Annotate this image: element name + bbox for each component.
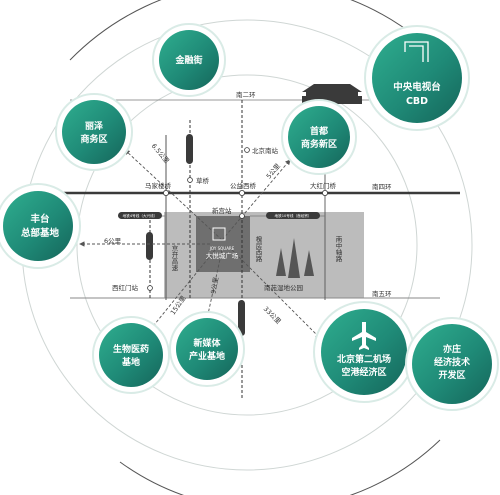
station-dot-dahongmen [321,189,328,196]
bubble-line2: 基地 [121,356,140,368]
bubble-line2: 空港经济区 [341,366,386,378]
arrow-to-lize [124,149,223,241]
bubble-line1: 北京第二机场 [337,353,391,365]
orbit-arc-bottom [119,439,441,495]
station-dot-xihongmen [147,285,153,291]
bubble-line2: CBD [406,96,428,107]
bubble-line3: 开发区 [438,369,465,381]
bubble-cctv-cbd: 中央电视台 CBD [364,25,470,131]
label-dahongmen: 大红门桥 [310,181,337,190]
label-nanyuan-park: 南苑湿地公园 [264,283,303,292]
tiananmen-icon [302,84,362,104]
arrow-to-shengwu [149,249,216,331]
station-markers [147,147,328,291]
label-jingkai: 京开高速 [170,244,178,272]
label-metro-4: 地铁4号线（大兴线） [123,213,158,218]
logo-en: JOY SQUARE [209,246,235,251]
bubble-line2: 总部基地 [21,227,60,239]
orbit-arc-top [69,0,421,61]
bubble-line1: 新媒体 [193,337,221,349]
cctv-tower-icon [404,41,429,62]
station-dot-majialou [162,189,169,196]
bubble-text: 金融街 [174,54,202,66]
label-d6: 33公里 [262,305,283,326]
bubble-line1: 中央电视台 [393,81,441,93]
bubble-line2: 产业基地 [189,350,225,362]
label-d1: 6.5公里 [150,142,171,165]
ring-inner [76,74,418,416]
label-majialou: 马家楼桥 [145,181,172,190]
bubble-line1: 首都 [310,125,328,137]
orbit-arcs [69,0,441,495]
label-beijing-south: 北京南站 [252,146,279,155]
bubble-xinmeiti: 新媒体 产业基地 [169,311,245,387]
bubble-line2: 商务区 [80,133,107,145]
bubble-jinrongjie: 金融街 [152,23,226,97]
bubble-line2: 经济技术 [434,356,470,368]
arrow-to-shoudu [221,159,291,241]
bubble-line1: 丰台 [30,213,50,225]
label-huaichang: 槐房西路 [254,235,262,263]
bubble-yizhuang: 亦庄 经济技术 开发区 [405,317,499,411]
bubble-line2: 商务新区 [301,138,337,150]
label-d5: 9公里 [209,276,220,295]
station-dot-gongyi [238,189,245,196]
tree-icon [276,238,314,278]
bubble-line1: 亦庄 [443,343,461,355]
bubble-airport: 北京第二机场 空港经济区 [313,301,415,403]
label-xingongzhan: 新宫站 [212,206,232,215]
label-d3: 6公里 [104,237,122,245]
label-caoqiao: 草桥 [196,176,210,185]
arrow-to-airport [231,249,321,339]
bubble-line1: 丽泽 [85,120,103,132]
bubble-line1: 生物医药 [113,343,149,355]
station-dot-xingong [239,213,245,219]
bubble-shengwu: 生物医药 基地 [92,316,170,394]
bubble-shoudu: 首都 商务新区 [281,99,357,175]
bubble-fengtai: 丰台 总部基地 [0,183,81,269]
project-logo: JOY SQUARE 大悦城广场 [206,227,239,260]
label-nanzhong: 南中轴路 [334,235,342,263]
label-xihongmen: 西红门站 [112,283,139,292]
label-ring5: 南五环 [372,289,392,298]
label-ring4: 南四环 [372,182,392,191]
airplane-icon [352,322,376,350]
bubble-lize: 丽泽 商务区 [55,93,133,171]
station-dot-beijing-south [244,147,250,153]
road-pill-labels: 地铁4号线（大兴线） 地铁10号线（首经贸） [118,134,320,336]
station-dot-caoqiao [187,177,193,183]
label-ring2: 南二环 [236,90,256,99]
logo-cn: 大悦城广场 [206,251,239,260]
label-metro-10: 地铁10号线（首经贸） [275,213,312,218]
label-d2: 5公里 [265,162,282,181]
label-gongyixiqiao: 公益西桥 [230,181,257,190]
